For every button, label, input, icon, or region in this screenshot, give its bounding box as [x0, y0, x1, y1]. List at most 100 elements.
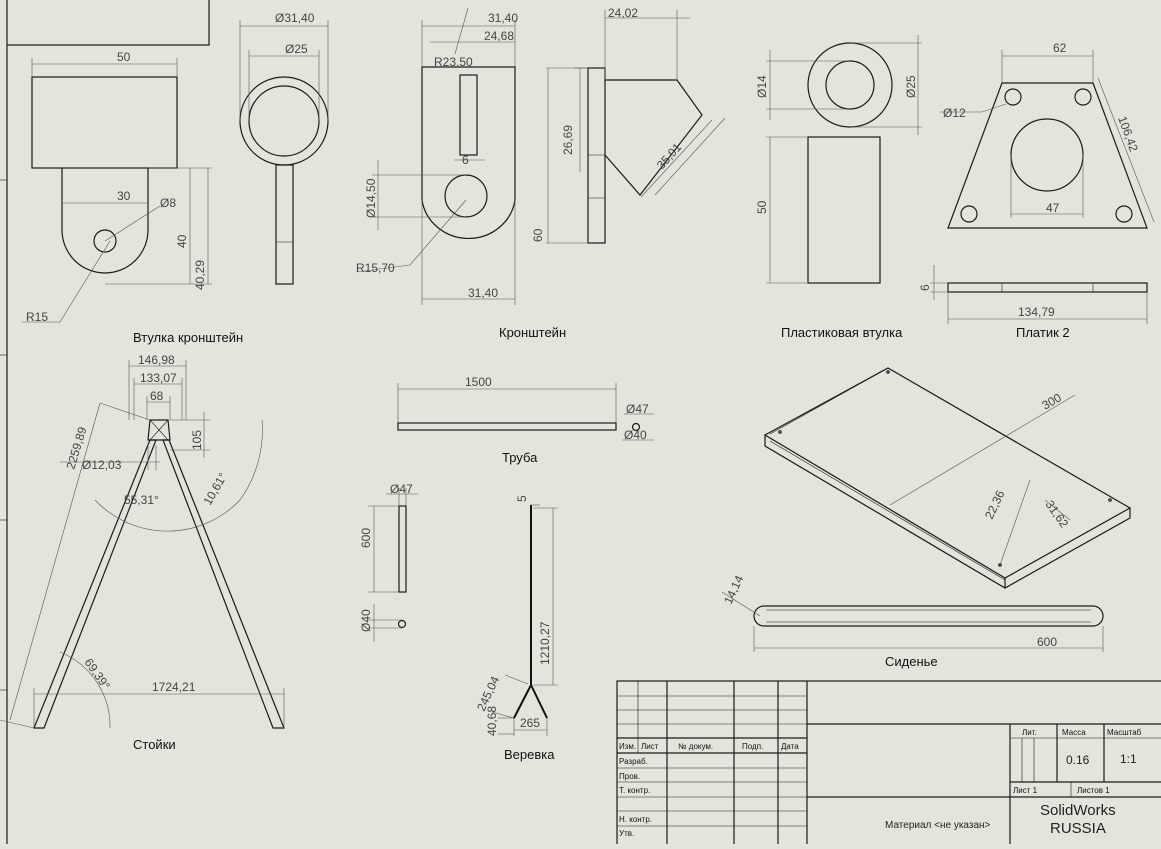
- seat-view: 300 22,36 31,62 14,14 600 Сиденье: [721, 367, 1132, 669]
- dim-pipe-1500: 1500: [465, 375, 492, 389]
- tb-row-approved: Утв.: [619, 829, 634, 838]
- dim-bb-lug-width: 30: [117, 189, 131, 203]
- tb-scale-label: Масштаб: [1107, 728, 1142, 737]
- dim-seat-600: 600: [1037, 635, 1057, 649]
- pipe-view: 1500 Ø47 Ø40 Труба: [397, 375, 654, 465]
- tb-company-line1: SolidWorks: [1040, 802, 1116, 819]
- rope-view: 5 1210,27 245,04 40,68 265 Веревка: [474, 495, 558, 762]
- bracket-slot: [459, 74, 478, 156]
- tb-row-developer: Разраб.: [619, 757, 648, 766]
- dim-rope-121027: 1210,27: [538, 621, 552, 665]
- short-pipe-section: [397, 619, 407, 629]
- dim-br-top: 31,40: [488, 11, 518, 25]
- legs-view: 146,98 133,07 68 105 2259,89 Ø12,03 55,3…: [0, 353, 285, 752]
- ring-inner: [248, 85, 320, 157]
- dim-pb-50: 50: [755, 200, 769, 214]
- caption-bracket-bushing: Втулка кронштейн: [133, 330, 243, 345]
- dim-rope-265: 265: [520, 716, 540, 730]
- dim-lg-172421: 1724,21: [152, 680, 196, 694]
- dim-lg-5531: 55,31°: [124, 493, 159, 507]
- dim-br-inner: 24,68: [484, 29, 514, 43]
- tb-col-sign: Подп.: [742, 742, 763, 751]
- dim-pl-47: 47: [1046, 201, 1060, 215]
- dim-pipe-d40: Ø40: [624, 428, 647, 442]
- bracket-bushing-view: 50 30 Ø8 40 40,29 R15 Втулка кронштейн: [22, 50, 243, 345]
- caption-seat: Сиденье: [885, 654, 938, 669]
- bracket-side-view: 24,02 26,69 35,91 60: [531, 6, 726, 244]
- bracket-outline: [421, 66, 516, 240]
- tb-material: Материал <не указан>: [885, 820, 991, 831]
- dim-bb-h4029: 40,29: [193, 260, 207, 290]
- pb-inner: [825, 60, 875, 110]
- side-plate: [587, 67, 606, 244]
- short-pipe-body: [398, 505, 407, 593]
- title-block: Изм. Лист № докум. Подп. Дата Разраб. Пр…: [616, 680, 1161, 847]
- seat-edge: [764, 435, 1131, 589]
- caption-pipe: Труба: [502, 450, 538, 465]
- plastic-bushing-view: Ø14 Ø25 50 Пластиковая втулка: [755, 35, 922, 340]
- tb-lit-label: Лит.: [1022, 728, 1037, 737]
- leg-left: [33, 439, 157, 729]
- dim-seat-3162: 31,62: [1043, 498, 1072, 531]
- dim-bb-radius: R15: [26, 310, 48, 324]
- pb-side: [807, 136, 881, 284]
- caption-bracket: Кронштейн: [499, 325, 566, 340]
- dim-side-top: 24,02: [608, 6, 638, 20]
- tb-mass-label: Масса: [1062, 728, 1086, 737]
- tb-row-checked: Пров.: [619, 772, 640, 781]
- bracket-front-view: 31,40 24,68 R23,50 6 Ø14,50 R15,70 31,40…: [355, 7, 566, 340]
- dim-pb-d25: Ø25: [904, 75, 918, 98]
- plate-center-hole: [1010, 118, 1084, 192]
- dim-pl-d12: Ø12: [943, 106, 966, 120]
- dim-br-slot: 6: [462, 153, 469, 167]
- dim-bb-width: 50: [117, 50, 131, 64]
- ring-handle: [275, 164, 294, 285]
- tb-col-doc: № докум.: [678, 742, 713, 751]
- dim-pl-6: 6: [918, 284, 932, 291]
- dim-br-r-top: R23,50: [434, 55, 473, 69]
- dim-lg-6939: 69,39°: [82, 656, 114, 693]
- seat-top: [763, 367, 1132, 579]
- bushing-body: [31, 76, 178, 169]
- legs-top-block: [147, 419, 171, 441]
- tb-row-norm-control: Н. контр.: [619, 815, 652, 824]
- ring-view: Ø31,40 Ø25: [239, 11, 329, 285]
- pipe-section: [631, 422, 641, 432]
- dim-pl-10642: 106,42: [1115, 114, 1141, 154]
- plate-side: [947, 282, 1148, 293]
- dim-lg-105: 105: [190, 430, 204, 450]
- dim-lg-68: 68: [150, 389, 164, 403]
- dim-rope-4068: 40,68: [485, 706, 499, 736]
- top-left-box: [7, 0, 210, 46]
- dim-bb-hole: Ø8: [160, 196, 176, 210]
- dim-pipe-d47: Ø47: [626, 402, 649, 416]
- tb-row-tech-control: Т. контр.: [619, 786, 650, 795]
- dim-pb-d14: Ø14: [755, 75, 769, 98]
- dim-lg-d1203: Ø12,03: [82, 458, 122, 472]
- dim-seat-2236: 22,36: [982, 488, 1008, 521]
- tb-col-date: Дата: [781, 742, 799, 751]
- dim-seat-300: 300: [1040, 390, 1065, 412]
- side-gusset: [604, 79, 703, 196]
- dim-pl-13479: 134,79: [1018, 305, 1055, 319]
- tb-mass-value: 0.16: [1066, 753, 1090, 767]
- pipe-body: [397, 422, 617, 431]
- short-pipe-view: Ø47 600 Ø40: [359, 482, 418, 642]
- tb-sheets: Листов 1: [1077, 786, 1110, 795]
- tb-sheet: Лист 1: [1013, 786, 1038, 795]
- dim-br-r-bottom: R15,70: [356, 261, 395, 275]
- tb-scale-value: 1:1: [1120, 752, 1137, 766]
- seat-side: [753, 605, 1104, 627]
- caption-rope: Веревка: [504, 747, 555, 762]
- tb-col-izm: Изм.: [619, 742, 636, 751]
- dim-lg-14698: 146,98: [138, 353, 175, 367]
- bushing-hole: [93, 229, 117, 253]
- dim-lg-1061: 10,61°: [200, 470, 230, 507]
- dim-lg-13307: 133,07: [140, 371, 177, 385]
- dim-pipe2-d47: Ø47: [390, 482, 413, 496]
- caption-legs: Стойки: [133, 737, 176, 752]
- dim-pipe2-600: 600: [359, 528, 373, 548]
- dim-rope-5: 5: [515, 495, 529, 502]
